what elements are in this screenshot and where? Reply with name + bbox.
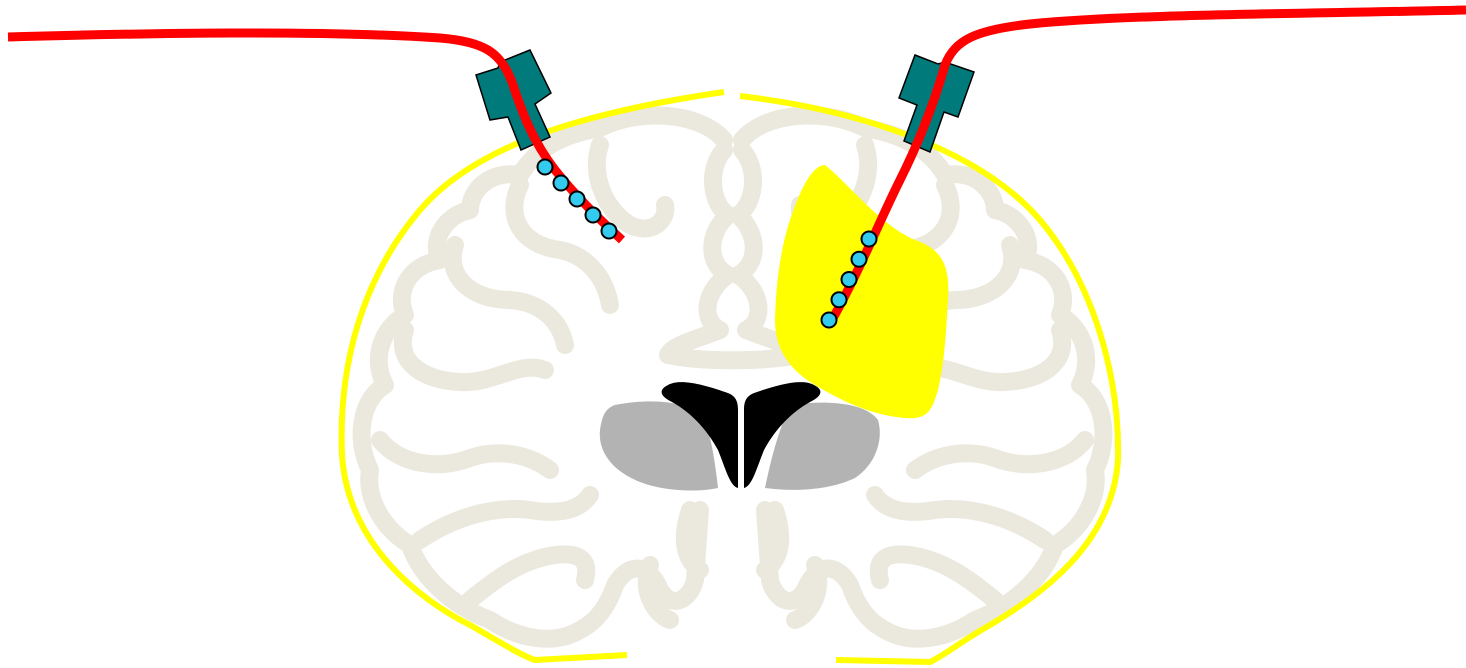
right-gyrus-fold-7 xyxy=(879,554,995,600)
lesion-region xyxy=(775,165,948,418)
right-gyrus-fold-5 xyxy=(915,440,1085,470)
left-electrode-contact-5 xyxy=(602,224,617,239)
right-electrode-contact-1 xyxy=(862,232,877,247)
right-gyrus-fold-6 xyxy=(875,495,1045,540)
corpus-callosum xyxy=(668,355,798,360)
left-depth-electrode xyxy=(8,33,622,240)
left-gyrus-fold-6 xyxy=(420,495,590,540)
right-electrode-contact-3 xyxy=(842,272,857,287)
left-gyrus-fold-3 xyxy=(453,245,565,345)
left-medial-fold xyxy=(668,150,728,355)
left-gyrus-fold-7 xyxy=(470,554,586,600)
right-electrode-contact-4 xyxy=(832,292,847,307)
left-gyrus-fold-2 xyxy=(514,185,610,305)
left-gyrus-fold-4 xyxy=(403,330,545,382)
left-electrode-contact-1 xyxy=(538,160,553,175)
right-electrode-contact-2 xyxy=(852,252,867,267)
cortex-gyri xyxy=(362,116,1104,639)
basal-ganglia xyxy=(600,401,880,490)
left-gyrus-fold-1 xyxy=(597,145,665,228)
left-electrode-contact-3 xyxy=(570,192,585,207)
left-electrode-contact-4 xyxy=(586,208,601,223)
right-electrode-contact-5 xyxy=(822,313,837,328)
left-gyrus-fold-5 xyxy=(380,440,550,470)
left-electrode-contact-2 xyxy=(554,176,569,191)
